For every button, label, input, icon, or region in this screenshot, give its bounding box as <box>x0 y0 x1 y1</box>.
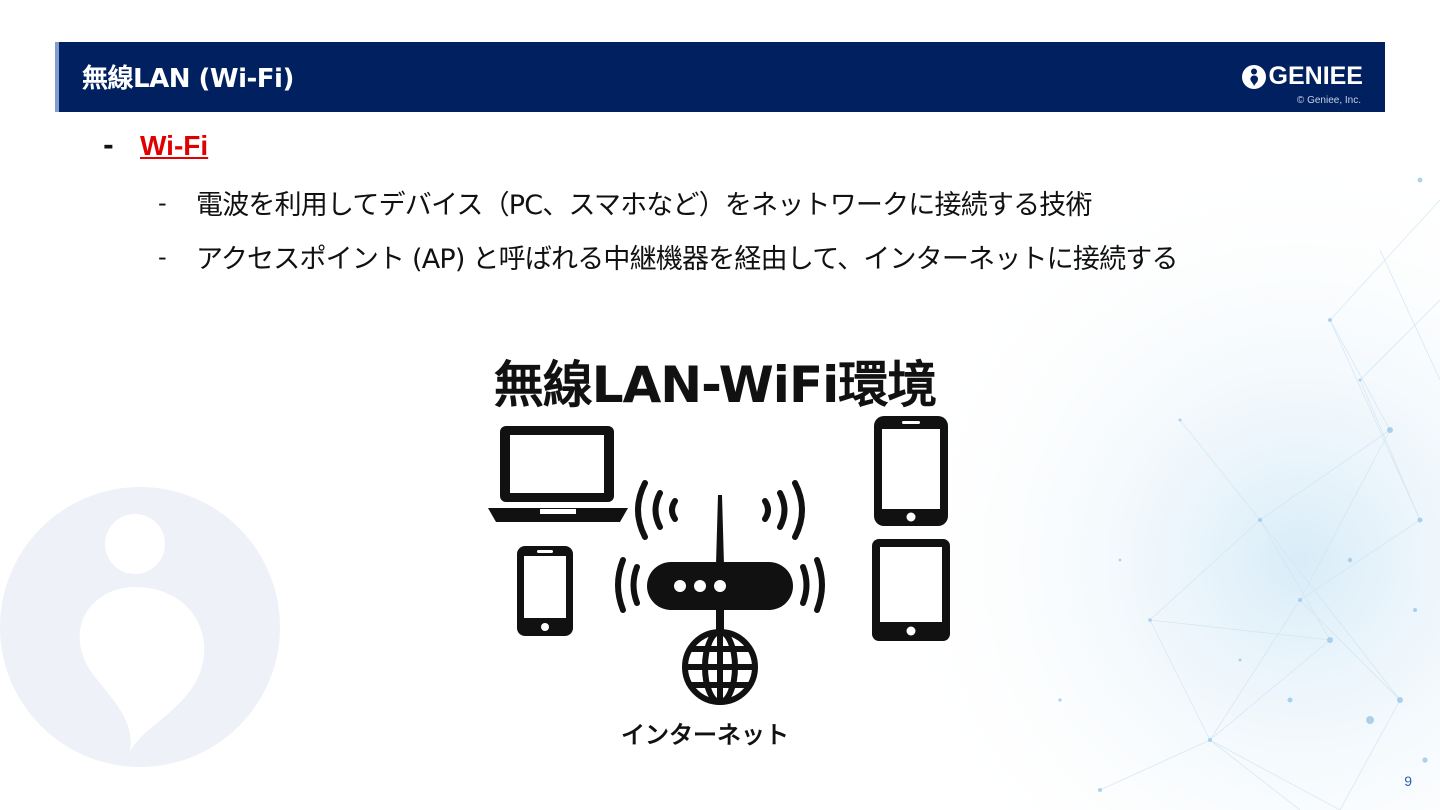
copyright-text: © Geniee, Inc. <box>1296 95 1361 106</box>
brand-logo: GENIEE <box>1241 62 1363 91</box>
brand-name: GENIEE <box>1268 62 1363 90</box>
slide-header: 無線LAN (Wi-Fi) GENIEE © Geniee, Inc. <box>55 42 1385 112</box>
smartphone-icon <box>874 416 948 526</box>
smartphone-icon <box>517 546 573 636</box>
header-accent-stripe <box>55 42 59 112</box>
sub-bullet: - アクセスポイント (AP) と呼ばれる中継機器を経由して、インターネットに接… <box>158 237 1178 276</box>
sub-bullet: - 電波を利用してデバイス（PC、スマホなど）をネットワークに接続する技術 <box>158 183 1093 222</box>
bullet-marker: - <box>158 242 167 271</box>
bullet-marker: - <box>103 131 114 161</box>
page-number: 9 <box>1404 773 1412 789</box>
topic-label: Wi-Fi <box>140 130 209 161</box>
laptop-icon <box>488 426 628 522</box>
bullet-marker: - <box>158 188 167 217</box>
bullet-topic: - Wi-Fi <box>103 130 208 162</box>
internet-label: インターネット <box>621 721 789 749</box>
sub-bullet-text: 電波を利用してデバイス（PC、スマホなど）をネットワークに接続する技術 <box>196 190 1093 221</box>
slide-title: 無線LAN (Wi-Fi) <box>82 64 294 94</box>
background-logo-watermark <box>0 487 280 767</box>
geniee-logo-icon <box>1241 64 1266 89</box>
wifi-router-icon <box>615 480 825 630</box>
sub-bullet-text: アクセスポイント (AP) と呼ばれる中継機器を経由して、インターネットに接続す… <box>196 244 1178 275</box>
globe-icon <box>682 629 758 705</box>
diagram-title: 無線LAN-WiFi環境 <box>493 356 938 414</box>
tablet-icon <box>872 539 950 641</box>
